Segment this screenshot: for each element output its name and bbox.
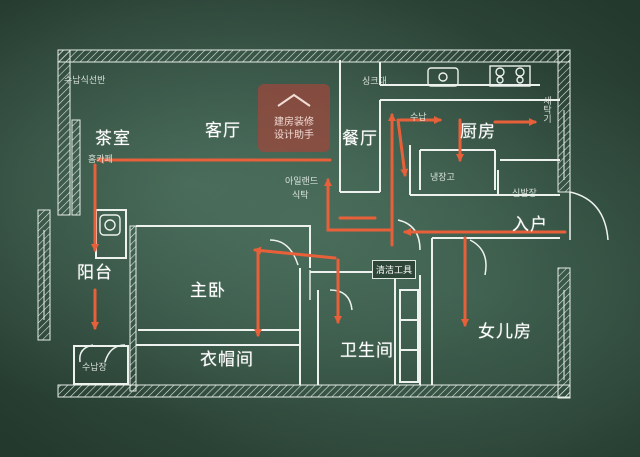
arrow-to-living-room — [324, 178, 392, 232]
room-label-entrance: 入户 — [512, 215, 548, 235]
cleaning-tools-label: 清洁工具 — [372, 260, 417, 279]
room-label-master-bedroom: 主卧 — [190, 281, 226, 301]
room-label-bathroom: 卫生间 — [340, 341, 394, 361]
watermark-line1: 建房装修 — [274, 117, 314, 128]
arrow-to-master-bedroom — [253, 246, 337, 260]
arrow-to-kitchen-counter — [396, 118, 409, 177]
interior-walls — [73, 60, 560, 385]
annotation-storage-cabinet: 수납장 — [82, 363, 107, 373]
door-swings — [79, 191, 609, 363]
annotation-kitchen-storage: 수납 — [410, 113, 427, 123]
room-label-daughter-room: 女儿房 — [478, 322, 532, 342]
room-label-kitchen: 厨房 — [460, 122, 496, 142]
annotation-table: 식탁 — [292, 191, 309, 201]
room-label-balcony: 阳台 — [77, 263, 113, 283]
circulation-arrows — [91, 113, 567, 337]
annotation-island: 아일랜드 — [285, 177, 319, 187]
annotation-shoe-cabinet: 신발장 — [512, 189, 537, 199]
watermark-logo: 建房装修 设计助手 — [258, 84, 330, 152]
room-label-wardrobe: 衣帽间 — [200, 350, 254, 370]
house-roof-icon — [277, 93, 311, 107]
annotation-laundry: 세탁기 — [541, 96, 551, 123]
kitchen-fixtures — [99, 65, 531, 300]
watermark-line2: 设计助手 — [274, 130, 314, 141]
room-label-living-room: 客厅 — [205, 121, 241, 141]
annotation-fridge: 냉장고 — [430, 173, 455, 183]
annotation-storage-shelf: 수납식선반 — [64, 76, 106, 86]
annotation-home-cafe: 홈카페 — [88, 155, 113, 165]
room-label-dining-room: 餐厅 — [342, 129, 378, 149]
annotation-sink: 싱크대 — [362, 77, 387, 87]
windows — [43, 110, 565, 380]
room-label-tea-room: 茶室 — [95, 129, 131, 149]
exterior-walls — [37, 49, 571, 399]
